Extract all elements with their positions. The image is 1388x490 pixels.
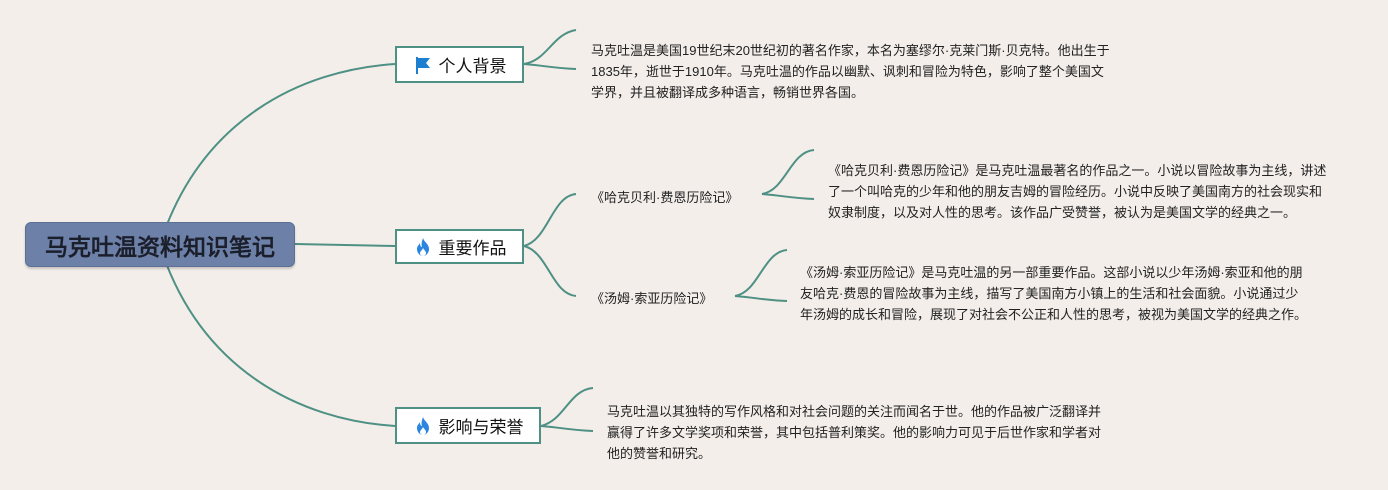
edge-huck-desc-b [761,193,815,200]
fire-icon [416,416,429,435]
branch-influence-label: 影响与荣誉 [438,418,524,437]
branch-influence[interactable]: 影响与荣誉 [395,407,541,444]
branch-works-label: 重要作品 [438,239,507,258]
work-desc-huck: 《哈克贝利·费恩历险记》是马克吐温最著名的作品之一。小说以冒险故事为主线，讲述了… [828,163,1327,220]
influence-text: 马克吐温以其独特的写作风格和对社会问题的关注而闻名于世。他的作品被广泛翻译并赢得… [607,404,1102,461]
edge-root-works [294,243,396,247]
branch-works[interactable]: 重要作品 [395,229,524,264]
edge-background-text-b [523,63,577,70]
edge-works-tom [523,245,577,297]
edge-influence-text-a [540,387,594,427]
edge-tom-desc-a [734,249,788,297]
edge-background-text [523,29,577,65]
root-node-label: 马克吐温资料知识笔记 [45,233,275,260]
work-desc-tom: 《汤姆·索亚历险记》是马克吐温的另一部重要作品。这部小说以少年汤姆·索亚和他的朋… [800,265,1308,322]
background-text: 马克吐温是美国19世纪末20世纪初的著名作家，本名为塞缪尔·克莱门斯·贝克特。他… [591,43,1110,100]
branch-background[interactable]: 个人背景 [395,46,524,83]
root-node[interactable]: 马克吐温资料知识笔记 [25,222,295,267]
fire-icon [416,237,429,256]
edge-root-influence [159,245,396,427]
work-title-huck[interactable]: 《哈克贝利·费恩历险记》 [591,190,739,205]
edge-works-huck [523,193,577,247]
edge-influence-text-b [540,425,594,432]
branch-background-label: 个人背景 [438,57,507,76]
edge-root-background [159,63,396,245]
flag-icon [415,56,430,74]
edge-huck-desc-a [761,149,815,195]
edge-tom-desc-b [734,295,788,302]
work-title-tom[interactable]: 《汤姆·索亚历险记》 [591,291,713,306]
